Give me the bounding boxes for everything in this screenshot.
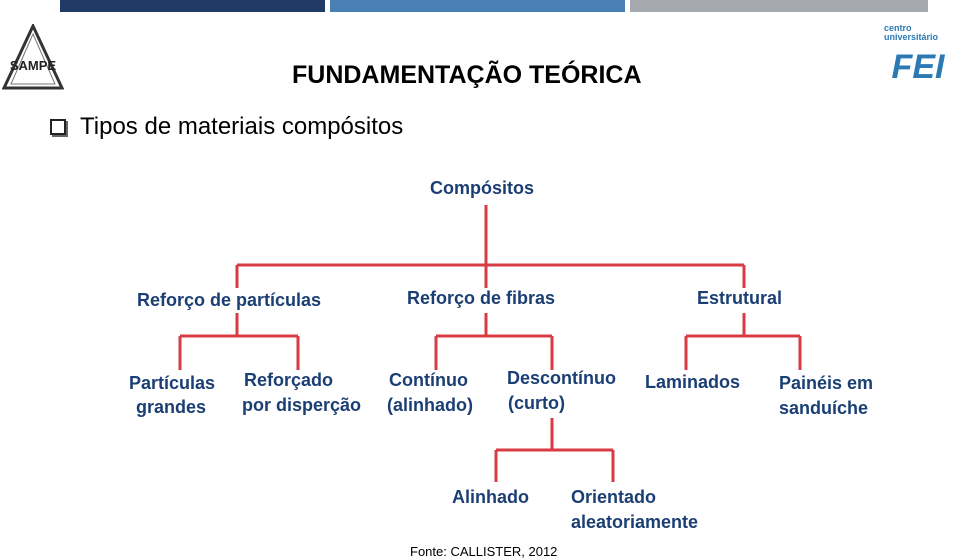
fei-logo-icon: FEI	[892, 48, 946, 84]
sampe-logo-text: SAMPE	[10, 58, 57, 73]
node-orientado-l2: aleatoriamente	[571, 512, 699, 532]
sampe-logo-icon: SAMPE	[2, 24, 64, 90]
node-reforco-particulas: Reforço de partículas	[137, 290, 322, 310]
node-laminados: Laminados	[645, 372, 741, 392]
node-descontinuo-l1: Descontínuo	[507, 368, 617, 388]
node-continuo-l2: (alinhado)	[387, 395, 473, 415]
node-descontinuo-l2: (curto)	[508, 393, 565, 413]
node-reforcado-dispersao-l2: por disperção	[242, 395, 362, 415]
bullet-text: Tipos de materiais compósitos	[80, 113, 404, 140]
checkbox-bullet-icon	[50, 119, 66, 135]
node-reforcado-dispersao-l1: Reforçado	[244, 370, 334, 390]
node-alinhado: Alinhado	[452, 487, 529, 507]
top-bar-gray	[630, 0, 928, 12]
fei-logo-line2: universitário	[884, 32, 939, 42]
top-bar-dark	[60, 0, 325, 12]
bullet-item: Tipos de materiais compósitos	[50, 112, 403, 142]
node-estrutural: Estrutural	[697, 288, 783, 308]
page-title: FUNDAMENTAÇÃO TEÓRICA	[292, 61, 642, 89]
node-reforco-fibras: Reforço de fibras	[407, 288, 556, 308]
node-compositos: Compósitos	[430, 178, 535, 198]
node-paineis-l2: sanduíche	[779, 398, 869, 418]
fei-logo-line1: centro	[884, 23, 912, 33]
node-particulas-grandes-l1: Partículas	[129, 373, 216, 393]
node-paineis-l1: Painéis em	[779, 373, 874, 393]
fei-logo-text: FEI	[892, 48, 946, 84]
node-continuo-l1: Contínuo	[389, 370, 468, 390]
node-orientado-l1: Orientado	[571, 487, 657, 507]
top-bar-mid	[330, 0, 625, 12]
node-particulas-grandes-l2: grandes	[136, 397, 207, 417]
source-caption: Fonte: CALLISTER, 2012	[410, 544, 558, 559]
